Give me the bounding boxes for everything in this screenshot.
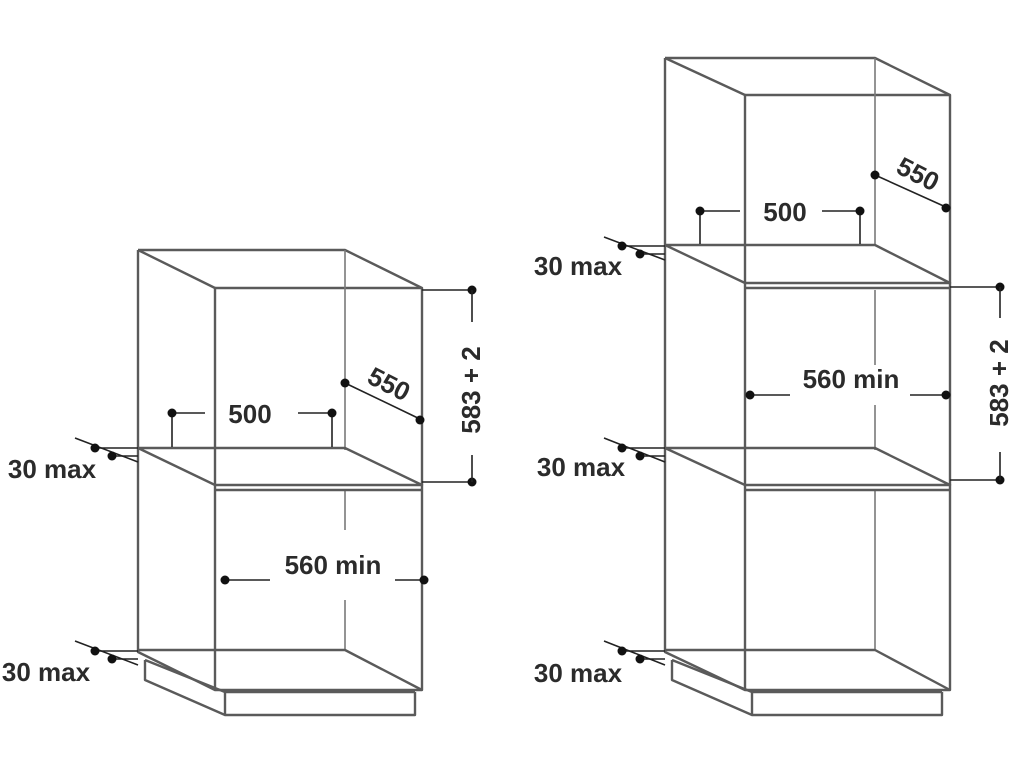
left-label-width-top: 500 (228, 399, 271, 429)
left-dimensions (74, 285, 477, 666)
right-dimensions (603, 170, 1005, 666)
right-label-height: 583 + 2 (984, 339, 1014, 426)
left-label-gap-lower: 30 max (2, 657, 91, 687)
right-label-width-min: 560 min (803, 364, 900, 394)
left-cabinet (136, 248, 424, 717)
right-label-width-top: 500 (763, 197, 806, 227)
left-label-height: 583 + 2 (456, 346, 486, 433)
right-label-gap-top: 30 max (534, 251, 623, 281)
right-label-gap-mid: 30 max (537, 452, 626, 482)
left-label-gap-upper: 30 max (8, 454, 97, 484)
left-label-width-min: 560 min (285, 550, 382, 580)
right-cabinet (663, 56, 952, 717)
right-label-gap-lower: 30 max (534, 658, 623, 688)
left-label-depth: 550 (363, 361, 415, 407)
right-label-depth: 550 (892, 151, 944, 197)
